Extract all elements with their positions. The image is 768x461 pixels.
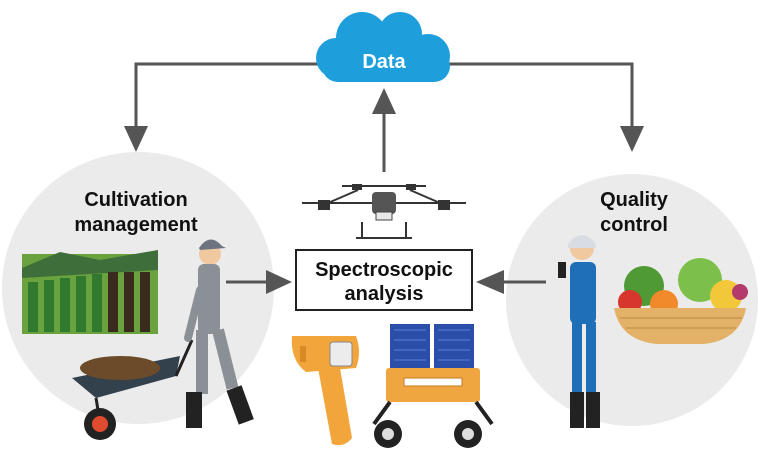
arrow-cultivation-to-analysis — [226, 270, 292, 294]
analysis-box — [295, 249, 473, 311]
quality-inspector-illustration — [558, 235, 600, 428]
arrow-quality-to-analysis — [476, 270, 546, 294]
spectrometer-handheld-icon — [291, 336, 359, 446]
arrow-data-to-cultivation — [134, 62, 330, 126]
cloud-label: Data — [362, 51, 406, 73]
cultivation-title-line2: management — [74, 214, 198, 236]
arrow-analysis-to-data — [372, 88, 396, 172]
data-cloud-icon — [316, 12, 450, 82]
arrowhead-quality — [620, 126, 644, 152]
harvest-robot-icon — [372, 324, 494, 448]
cultivation-title-line1: Cultivation — [84, 189, 187, 211]
arrow-data-to-quality — [446, 62, 634, 126]
quality-title-line1: Quality — [600, 189, 669, 211]
farm-field-image — [22, 250, 158, 334]
vegetable-basket-icon — [614, 258, 748, 344]
analysis-line2: analysis — [345, 283, 424, 305]
arrowhead-cultivation — [124, 126, 148, 152]
drone-icon — [302, 184, 466, 239]
quality-title-line2: control — [600, 214, 668, 236]
farmer-with-wheelbarrow-illustration — [72, 239, 254, 440]
analysis-line1: Spectroscopic — [315, 259, 453, 281]
